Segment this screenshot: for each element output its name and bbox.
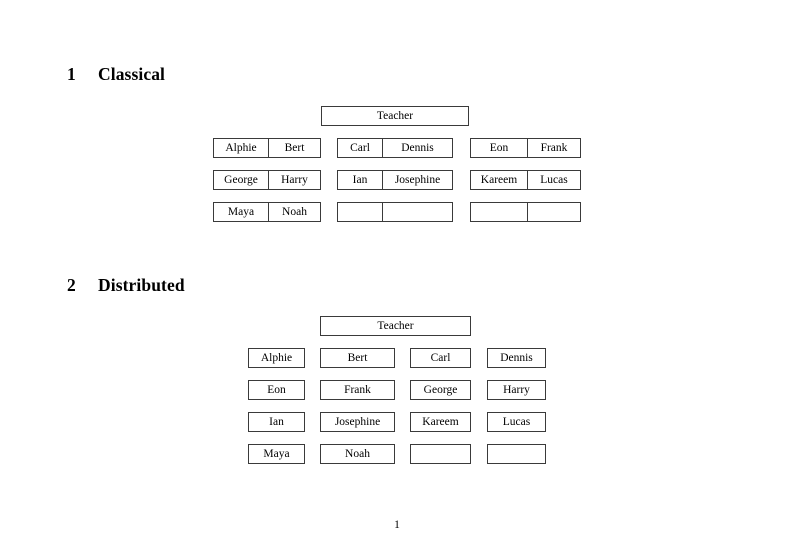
section-title: Classical — [98, 64, 166, 84]
classical-cell-empty[interactable] — [527, 203, 580, 221]
classical-cell[interactable]: Dennis — [382, 139, 452, 157]
classical-cell[interactable]: Frank — [527, 139, 580, 157]
section-heading-classical: 1 Classical — [67, 64, 165, 85]
classical-cell[interactable]: Eon — [489, 142, 509, 154]
classical-group-right-row-1[interactable]: Eon Frank — [470, 138, 581, 158]
classical-group-left-row-2[interactable]: George Harry — [213, 170, 321, 190]
distributed-cell[interactable]: Dennis — [487, 348, 546, 368]
classical-cell-empty[interactable] — [382, 203, 452, 221]
classical-cell[interactable]: Josephine — [382, 171, 452, 189]
distributed-cell[interactable]: Maya — [248, 444, 305, 464]
distributed-cell[interactable]: Lucas — [487, 412, 546, 432]
classical-cell-empty[interactable] — [471, 203, 527, 221]
classical-group-middle-row-1[interactable]: Carl Dennis — [337, 138, 453, 158]
distributed-cell[interactable]: George — [410, 380, 471, 400]
classical-group-left-row-1[interactable]: Alphie Bert — [213, 138, 321, 158]
classical-cell[interactable]: Harry — [268, 171, 320, 189]
distributed-teacher-box[interactable]: Teacher — [320, 316, 471, 336]
classical-cell-empty[interactable] — [338, 203, 382, 221]
section-heading-distributed: 2 Distributed — [67, 275, 185, 296]
section-number: 1 — [67, 64, 76, 84]
classical-group-middle-row-3[interactable] — [337, 202, 453, 222]
classical-cell[interactable]: Carl — [350, 142, 370, 154]
classical-cell[interactable]: Alphie — [225, 142, 257, 154]
distributed-cell[interactable]: Harry — [487, 380, 546, 400]
page-number: 1 — [394, 519, 400, 531]
classical-group-right-row-2[interactable]: Kareem Lucas — [470, 170, 581, 190]
classical-group-left-row-3[interactable]: Maya Noah — [213, 202, 321, 222]
distributed-cell[interactable]: Kareem — [410, 412, 471, 432]
classical-cell[interactable]: Maya — [227, 206, 255, 218]
distributed-cell[interactable]: Josephine — [320, 412, 395, 432]
classical-cell[interactable]: Bert — [268, 139, 320, 157]
classical-cell[interactable]: Kareem — [480, 174, 518, 186]
distributed-cell[interactable]: Carl — [410, 348, 471, 368]
classical-cell[interactable]: George — [224, 174, 258, 186]
classical-group-middle-row-2[interactable]: Ian Josephine — [337, 170, 453, 190]
distributed-cell-empty[interactable] — [410, 444, 471, 464]
distributed-cell[interactable]: Eon — [248, 380, 305, 400]
distributed-cell[interactable]: Alphie — [248, 348, 305, 368]
classical-teacher-box[interactable]: Teacher — [321, 106, 469, 126]
distributed-cell-empty[interactable] — [487, 444, 546, 464]
distributed-cell[interactable]: Frank — [320, 380, 395, 400]
distributed-cell[interactable]: Noah — [320, 444, 395, 464]
classical-cell[interactable]: Ian — [352, 174, 368, 186]
classical-cell[interactable]: Lucas — [527, 171, 580, 189]
distributed-cell[interactable]: Ian — [248, 412, 305, 432]
classical-cell[interactable]: Noah — [268, 203, 320, 221]
section-number: 2 — [67, 275, 76, 295]
section-title: Distributed — [98, 275, 185, 295]
classical-group-right-row-3[interactable] — [470, 202, 581, 222]
distributed-cell[interactable]: Bert — [320, 348, 395, 368]
